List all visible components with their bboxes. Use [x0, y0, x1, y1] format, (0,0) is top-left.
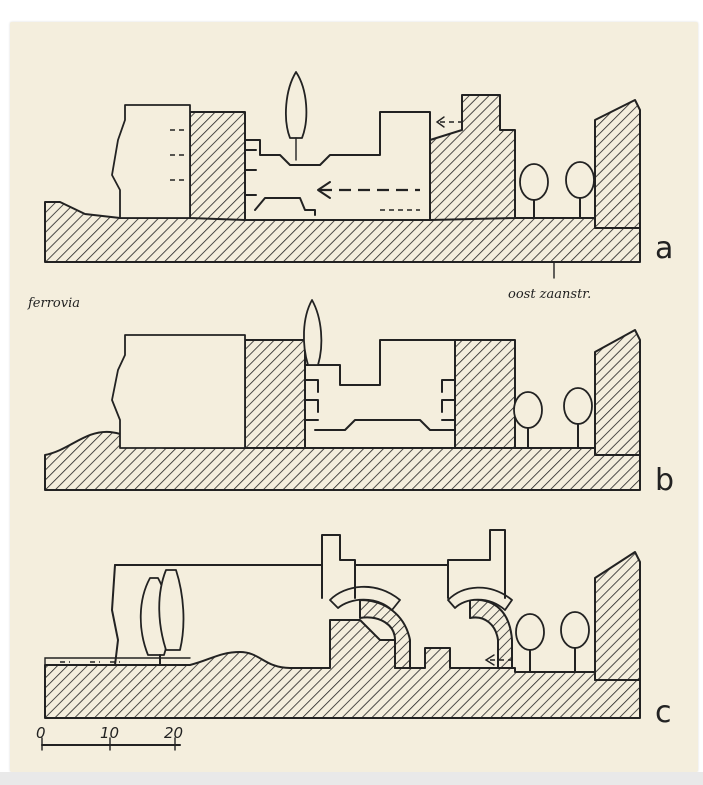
section-b-trees: [513, 387, 593, 449]
section-a-central-outline: [244, 111, 431, 166]
section-b-cypress: [303, 299, 323, 366]
section-a-balconies: [244, 149, 257, 196]
scale-label-0: 0: [36, 724, 46, 742]
section-c-terrace: [44, 657, 191, 666]
section-c-tower-right: [447, 529, 506, 599]
section-b-balconies-left: [304, 379, 319, 421]
section-c-building-far-right: [594, 551, 641, 681]
section-a-dashed-lines-left: [170, 129, 188, 181]
section-c: c: [44, 529, 672, 730]
section-c-poplars: [139, 569, 185, 666]
label-ferrovia: ferrovia: [27, 296, 80, 311]
section-c-arrow-head: [484, 654, 495, 666]
section-a-central-floor: [254, 197, 316, 216]
section-a-block-left: [189, 111, 246, 221]
scale-bar: 0 10 20: [36, 724, 183, 751]
section-c-vault-right: [447, 586, 513, 611]
section-b-block-right: [454, 339, 516, 449]
section-a-arrow-head: [317, 181, 331, 199]
section-b-balconies-right: [441, 379, 456, 421]
scale-label-10: 10: [100, 724, 119, 742]
section-c-vault-left: [329, 585, 401, 611]
section-b-central-outline: [304, 339, 456, 386]
scale-label-20: 20: [164, 724, 183, 742]
section-c-left-edge: [111, 564, 119, 666]
section-c-arch-right: [469, 598, 513, 669]
section-a-building-far-right: [594, 99, 641, 229]
section-b: b: [44, 299, 674, 498]
section-a-open-volume-left: [111, 104, 191, 219]
section-b-label: b: [655, 463, 674, 498]
section-a-label: a: [655, 231, 673, 266]
section-b-open-volume-left: [111, 334, 246, 449]
section-c-ground: [44, 619, 641, 719]
section-a: a: [44, 71, 673, 266]
section-a-cypress: [285, 71, 308, 139]
section-c-label: c: [655, 695, 672, 730]
label-oost-zaanstr: oost zaanstr.: [508, 287, 591, 302]
section-c-trees: [515, 611, 590, 673]
section-a-trees: [519, 161, 595, 219]
section-b-central-floor: [314, 419, 456, 431]
section-a-block-right: [429, 94, 516, 221]
section-b-building-far-right: [594, 329, 641, 456]
section-c-tower-left: [321, 534, 356, 599]
section-a-arrow-top-right: [435, 116, 445, 128]
section-b-block-left: [244, 339, 306, 449]
bottom-strip: [0, 772, 703, 785]
